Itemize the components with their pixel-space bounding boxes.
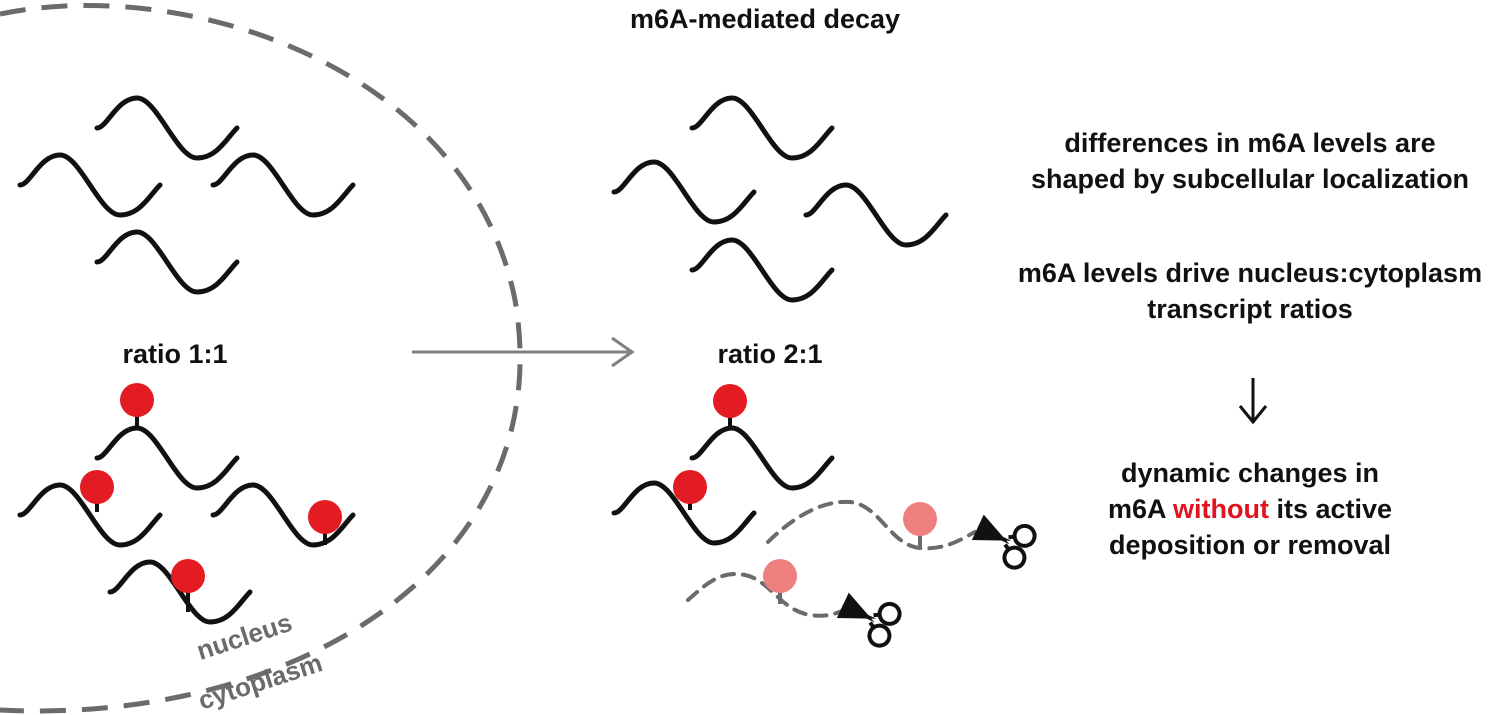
rna-strand: [97, 98, 237, 158]
rna-strand: [97, 232, 237, 292]
decaying-rna-strand: [686, 572, 857, 618]
m6a-mark: [80, 470, 114, 504]
down-arrow-icon: [1238, 378, 1268, 425]
note-line: differences in m6A levels are: [1064, 128, 1436, 158]
left-unmodified-rnas: [20, 98, 353, 292]
note-emphasis: without: [1172, 494, 1269, 524]
decaying-rnas: [686, 499, 977, 618]
note-dynamic-changes: dynamic changes in m6A without its activ…: [1000, 455, 1500, 563]
left-m6a-marks: [80, 383, 342, 612]
rna-strand: [614, 162, 754, 222]
note-line: m6A levels drive nucleus:cytoplasm: [1017, 258, 1483, 288]
note-line: shaped by subcellular localization: [1030, 164, 1470, 194]
rna-strand: [692, 428, 832, 488]
note-text: its active: [1268, 494, 1393, 524]
rna-strand: [692, 98, 832, 158]
m6a-mark: [308, 500, 342, 534]
rna-strand: [20, 155, 160, 215]
nuclear-membrane: [0, 2, 523, 714]
decaying-rna-strand: [766, 499, 977, 551]
note-line: m6A without its active: [1000, 491, 1500, 527]
m6a-mark: [120, 383, 154, 417]
m6a-mark-faded: [763, 559, 797, 593]
note-localization: differences in m6A levels are shaped by …: [1000, 125, 1500, 197]
m6a-mark: [171, 559, 205, 593]
diagram-title: m6A-mediated decay: [630, 4, 900, 34]
note-line: transcript ratios: [1147, 294, 1353, 324]
right-arrow-icon: [412, 336, 635, 368]
m6a-mark-faded: [903, 502, 937, 536]
note-ratios: m6A levels drive nucleus:cytoplasm trans…: [1000, 255, 1500, 327]
scissors-icon: [971, 514, 1037, 570]
note-line: deposition or removal: [1108, 530, 1392, 560]
right-modified-rnas: [614, 428, 832, 543]
m6a-mark: [713, 384, 747, 418]
note-line: dynamic changes in: [1120, 458, 1380, 488]
right-m6a-marks: [673, 384, 747, 510]
faded-m6a-marks: [763, 502, 937, 604]
nucleus-label: nucleus: [193, 607, 296, 666]
m6a-mark: [673, 470, 707, 504]
left-ratio-label: ratio 1:1: [122, 339, 227, 369]
note-text: m6A: [1107, 494, 1173, 524]
rna-strand: [213, 155, 353, 215]
scissors-icon: [836, 592, 902, 648]
rna-strand: [97, 428, 237, 488]
rna-strand: [806, 185, 946, 245]
rna-strand: [692, 240, 832, 300]
right-ratio-label: ratio 2:1: [717, 339, 822, 369]
right-unmodified-rnas: [614, 98, 946, 300]
